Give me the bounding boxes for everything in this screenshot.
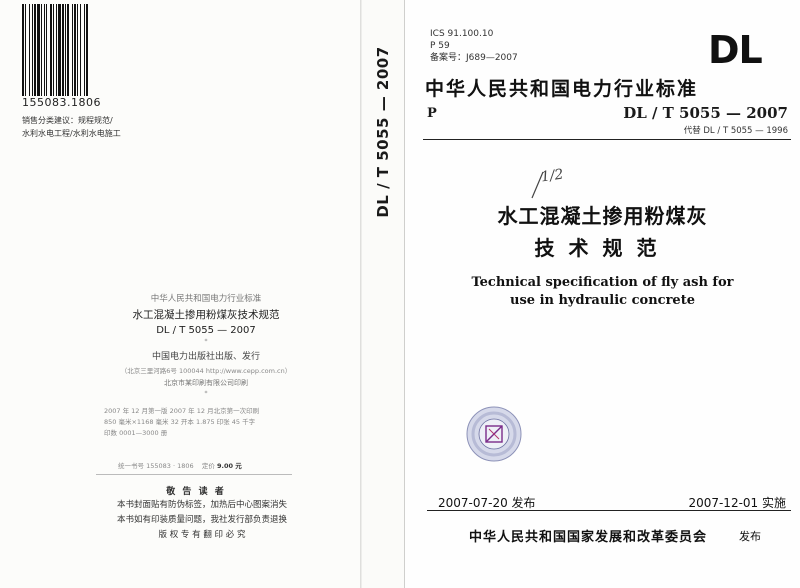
sales-category: 销售分类建议：规程规范/ 水利水电工程/水利水电施工 xyxy=(22,114,222,140)
barcode-bar xyxy=(29,4,30,96)
sales-category-line: 销售分类建议：规程规范/ xyxy=(22,116,113,125)
footer-rule xyxy=(427,510,791,511)
price-value: 9.00 元 xyxy=(216,462,242,470)
barcode-bar xyxy=(41,4,42,96)
spec-line: 印数 0001—3000 册 xyxy=(104,429,168,437)
industry-standard-heading: 中华人民共和国电力行业标准 xyxy=(425,78,699,100)
handwritten-stroke-icon xyxy=(531,171,544,199)
barcode-bar xyxy=(37,4,40,96)
barcode-bar xyxy=(77,4,78,96)
barcode-bar xyxy=(65,4,66,96)
class-code: P 59 xyxy=(430,41,450,51)
barcode-bar xyxy=(44,4,45,96)
colophon-mark-2: * xyxy=(204,390,208,397)
sales-category-line: 水利水电工程/水利水电施工 xyxy=(22,129,121,138)
isbn-value: 155083 · 1806 xyxy=(146,462,194,470)
colophon-address: （北京三里河路6号 100044 http://www.cepp.com.cn） xyxy=(120,367,292,375)
barcode-bar xyxy=(22,4,24,96)
dl-logo: DL xyxy=(708,28,763,72)
notice-heading: 敬 告 读 者 xyxy=(166,487,226,497)
classification-block: ICS 91.100.10 P 59 备案号：J689—2007 xyxy=(430,28,518,64)
barcode-bar xyxy=(67,4,69,96)
print-specs: 2007 年 12 月第一版 2007 年 12 月北京第一次印刷 850 毫米… xyxy=(104,406,334,439)
implementation-date: 2007-12-01 实施 xyxy=(688,496,786,510)
notice-line: 本书如有印装质量问题，我社发行部负责退换 xyxy=(116,515,287,525)
back-cover: 155083.1806 销售分类建议：规程规范/ 水利水电工程/水利水电施工 中… xyxy=(0,0,360,588)
barcode-bar xyxy=(74,4,76,96)
barcode-bar xyxy=(56,4,57,96)
title-english-line-1: Technical specification of fly ash for xyxy=(471,275,734,290)
spine-edge xyxy=(404,0,405,588)
spine-code: DL / T 5055 — 2007 xyxy=(374,46,392,218)
front-cover: ICS 91.100.10 P 59 备案号：J689—2007 DL 中华人民… xyxy=(405,0,800,588)
spine: DL / T 5055 — 2007 xyxy=(362,0,404,588)
cover-fold xyxy=(360,0,362,588)
title-english-line-2: use in hydraulic concrete xyxy=(510,293,695,308)
colophon-printer: 北京市某印刷有限公司印刷 xyxy=(164,379,248,387)
header-rule xyxy=(423,139,791,140)
colophon-title: 水工混凝土掺用粉煤灰技术规范 xyxy=(132,309,280,321)
divider xyxy=(96,474,292,475)
barcode-bar xyxy=(86,4,88,96)
colophon-standard-line: 中华人民共和国电力行业标准 xyxy=(150,294,262,304)
colophon-mark: * xyxy=(204,338,208,345)
issuing-authority: 中华人民共和国国家发展和改革委员会 xyxy=(469,530,708,545)
barcode-number: 155083.1806 xyxy=(22,96,101,109)
barcode-bar xyxy=(25,4,26,96)
colophon: 中华人民共和国电力行业标准 水工混凝土掺用粉煤灰技术规范 DL / T 5055… xyxy=(86,292,326,397)
notice-text: 本书封面贴有防伪标签，加热后中心图案消失 本书如有印装质量问题，我社发行部负责退… xyxy=(96,498,308,543)
issue-word: 发布 xyxy=(739,530,761,543)
barcode-bar xyxy=(53,4,54,96)
barcode-bar xyxy=(88,4,89,96)
barcode-bar xyxy=(84,4,85,96)
replaces-code: 代替 DL / T 5055 — 1996 xyxy=(683,126,788,136)
barcode-bar xyxy=(62,4,64,96)
spec-line: 850 毫米×1168 毫米 32 开本 1.875 印张 45 千字 xyxy=(104,418,256,426)
colophon-publisher: 中国电力出版社出版、发行 xyxy=(151,352,260,362)
barcode-bar xyxy=(80,4,81,96)
barcode-bar xyxy=(34,4,36,96)
colophon-code: DL / T 5055 — 2007 xyxy=(156,325,256,336)
notice-line: 版 权 专 有 翻 印 必 究 xyxy=(158,530,246,540)
class-letter: P xyxy=(427,106,437,121)
barcode-bar xyxy=(72,4,73,96)
filing-number: 备案号：J689—2007 xyxy=(430,53,518,63)
issue-date: 2007-07-20 发布 xyxy=(438,496,536,510)
notice-line: 本书封面贴有防伪标签，加热后中心图案消失 xyxy=(116,500,287,510)
barcode-bar xyxy=(46,4,47,96)
standard-code: DL / T 5055 — 2007 xyxy=(623,104,788,122)
isbn-label: 统一书号 xyxy=(118,462,144,470)
isbn-line: 统一书号 155083 · 1806 定价 9.00 元 xyxy=(118,460,242,470)
title-chinese-line-1: 水工混凝土掺用粉煤灰 xyxy=(497,204,708,228)
price-label: 定价 xyxy=(201,462,215,470)
publisher-seal-icon xyxy=(466,406,522,462)
spec-line: 2007 年 12 月第一版 2007 年 12 月北京第一次印刷 xyxy=(104,407,260,415)
ics-code: ICS 91.100.10 xyxy=(430,29,494,39)
barcode-image xyxy=(22,4,120,96)
title-chinese-line-2: 技术规范 xyxy=(534,236,671,260)
barcode-bar xyxy=(58,4,61,96)
barcode-bar xyxy=(50,4,52,96)
barcode-bar xyxy=(32,4,33,96)
handwritten-note: 1/2 xyxy=(539,166,565,186)
